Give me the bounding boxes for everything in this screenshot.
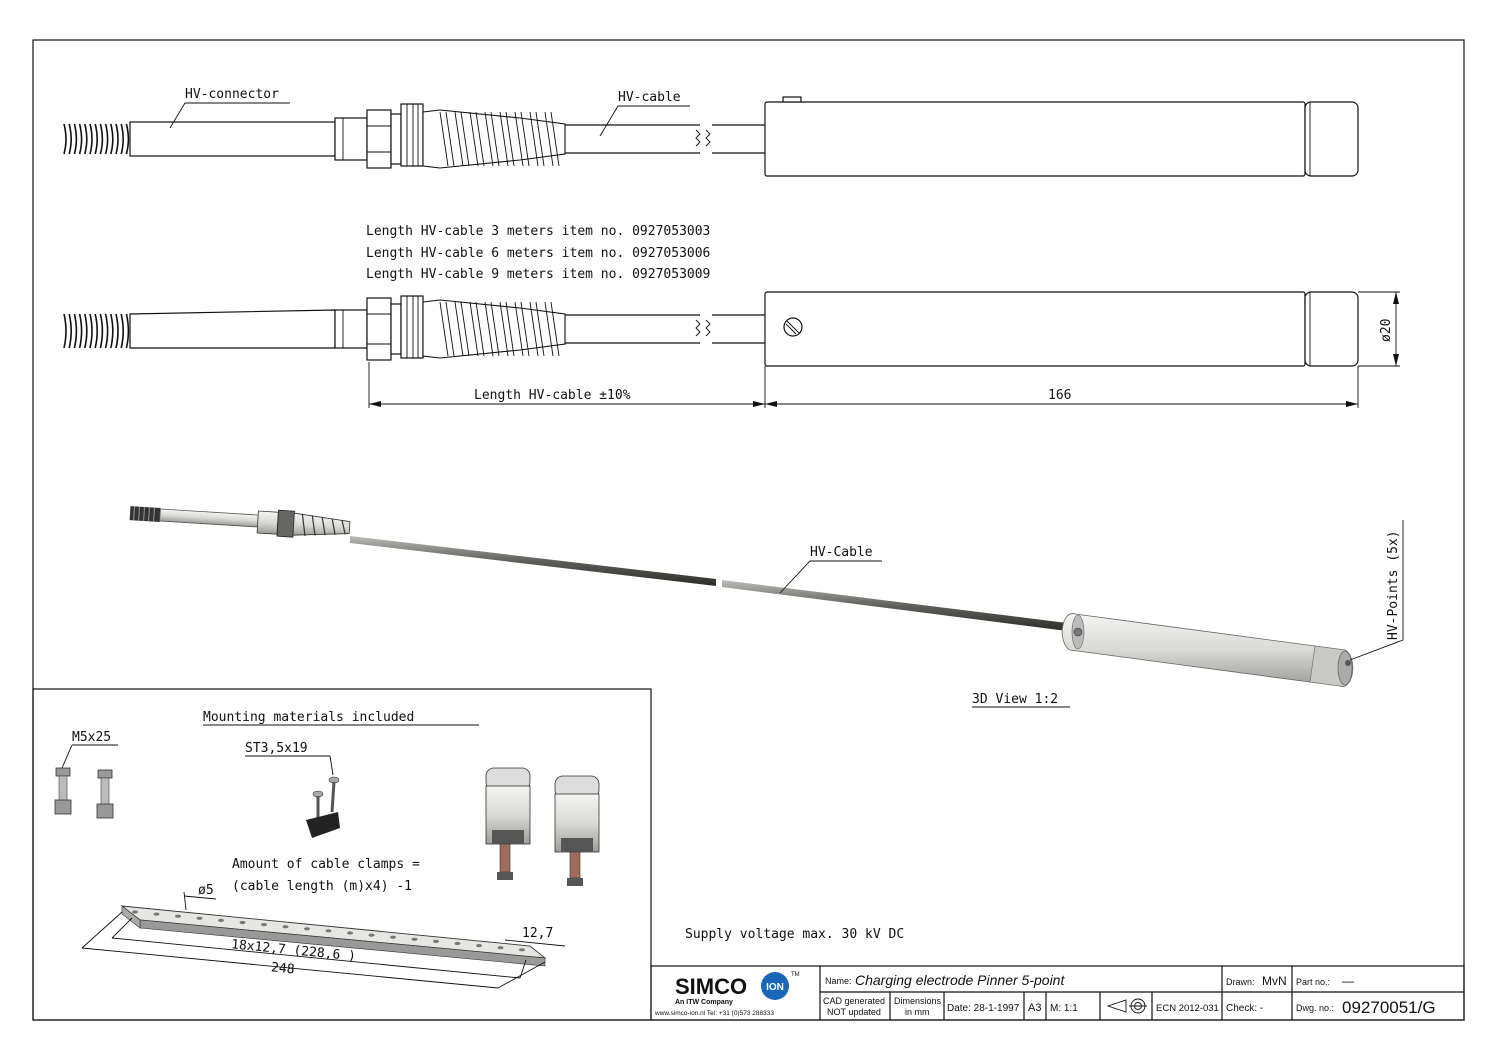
dimensions-label: Dimensions — [894, 996, 942, 1006]
item-line-9m: Length HV-cable 9 meters item no. 092705… — [366, 267, 710, 282]
electrode-body-top — [764, 101, 1306, 177]
cable-leader — [599, 105, 690, 137]
strip-total-dim: 248 — [270, 960, 295, 977]
dim-diameter: ø20 — [1379, 319, 1394, 342]
screw-label: ST3,5x19 — [245, 741, 308, 756]
item-list: Length HV-cable 3 meters item no. 092705… — [366, 224, 710, 282]
connector-leader — [169, 102, 290, 129]
drawing-name: Charging electrode Pinner 5-point — [855, 972, 1065, 988]
iso-electrode — [1061, 613, 1354, 687]
supply-voltage-note: Supply voltage max. 30 kV DC — [685, 927, 904, 942]
sheet-size: A3 — [1028, 1002, 1041, 1014]
iso-cable-b — [722, 580, 1075, 632]
title-block: SIMCO ION TM An ITW Company www.simco-io… — [650, 965, 1465, 1021]
view-scale-label: 3D View 1:2 — [972, 692, 1058, 707]
electrode-body-side — [764, 291, 1306, 367]
projection-symbol-icon — [1106, 998, 1147, 1014]
part-number: — — [1342, 974, 1354, 988]
dimensions-unit: in mm — [905, 1007, 930, 1017]
part-field-label: Part no.: — [1296, 977, 1330, 987]
cable-clamp-icon — [485, 767, 600, 886]
drawing-date: Date: 28-1-1997 — [947, 1003, 1020, 1014]
item-line-6m: Length HV-cable 6 meters item no. 092705… — [366, 246, 710, 261]
strain-relief-boot — [422, 109, 566, 169]
brand-logo: SIMCO — [675, 974, 747, 999]
mounting-title: Mounting materials included — [203, 710, 414, 725]
drawn-field-label: Drawn: — [1226, 977, 1255, 987]
ion-badge-icon — [761, 972, 789, 1000]
check-field: Check: - — [1226, 1003, 1263, 1014]
clamps-note-line-1: Amount of cable clamps = — [232, 857, 420, 872]
mounting-materials-panel: Mounting materials included M5x25 ST3,5x… — [32, 688, 652, 1021]
connector-nut — [334, 117, 368, 161]
connector-flange — [366, 109, 392, 169]
trademark: TM — [791, 972, 800, 978]
bolt-label: M5x25 — [72, 730, 111, 745]
ion-badge-text: ION — [766, 982, 784, 993]
side-view: Length HV-cable ±10% 166 ø20 — [63, 291, 1400, 408]
itw-company: An ITW Company — [675, 999, 733, 1006]
screw-plug-icon — [306, 776, 340, 838]
electrode-tip-top — [1304, 101, 1359, 177]
spring-coil — [62, 123, 130, 155]
top-view: HV-connector HV-cable — [62, 87, 1359, 177]
contact-line: www.simco-ion.nl Tel: +31 (0)573 288333 — [654, 1010, 774, 1017]
cad-generated: CAD generated — [823, 996, 885, 1006]
mounting-strip — [120, 905, 547, 967]
iso-spring — [129, 506, 161, 522]
item-line-3m: Length HV-cable 3 meters item no. 092705… — [366, 224, 710, 239]
drawing-scale: M: 1:1 — [1050, 1003, 1078, 1014]
dim-cable-length: Length HV-cable ±10% — [474, 388, 631, 403]
hv-cable-label: HV-cable — [618, 90, 681, 105]
hv-connector-body-side — [129, 309, 336, 349]
drawn-by: MvN — [1262, 974, 1287, 988]
dim-body-length: 166 — [1048, 388, 1071, 403]
iso-cable-a — [350, 536, 716, 586]
cad-not-updated: NOT updated — [827, 1007, 881, 1017]
hv-points-label: HV-Points (5x) — [1386, 530, 1401, 640]
iso-view: HV-Cable HV-Points (5x) 3D View 1:2 — [129, 506, 1404, 708]
clamps-note-line-2: (cable length (m)x4) -1 — [232, 879, 412, 894]
iso-hv-cable-label: HV-Cable — [810, 545, 873, 560]
end-spacing-dim: 12,7 — [522, 926, 553, 941]
name-field-label: Name: — [825, 976, 852, 986]
hole-diameter-dim: ø5 — [198, 883, 214, 898]
bolt-icon — [54, 767, 114, 819]
drawing-number: 09270051/G — [1342, 998, 1436, 1017]
drawing-frame — [32, 39, 1465, 1021]
hv-connector-body — [129, 121, 336, 157]
hv-connector-label: HV-connector — [185, 87, 279, 102]
ecn-number: ECN 2012-031 — [1156, 1003, 1219, 1014]
knurled-ring — [400, 103, 424, 167]
dwg-field-label: Dwg. no.: — [1296, 1003, 1334, 1013]
